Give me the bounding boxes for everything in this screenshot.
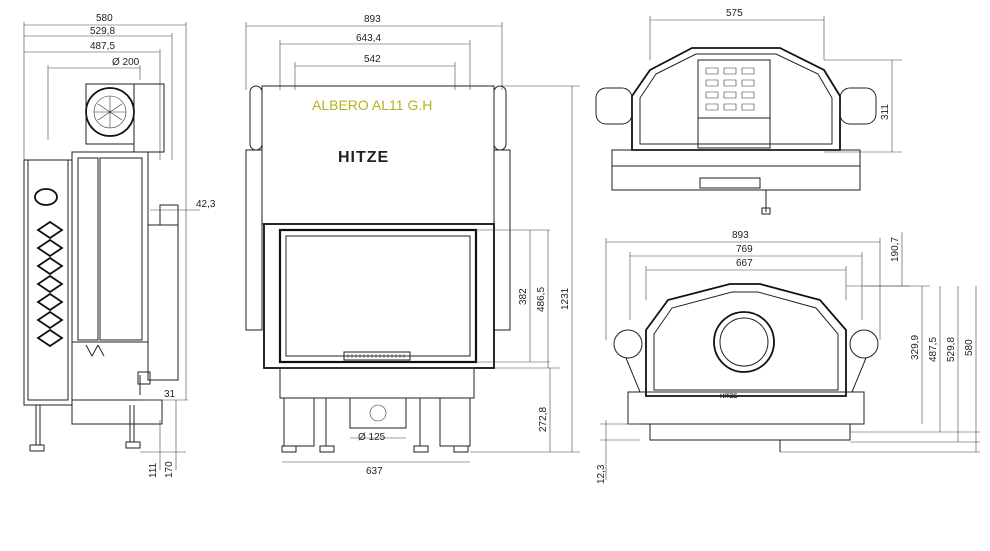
side-width-529-8: 529,8 <box>90 26 115 37</box>
plan-width-769: 769 <box>736 244 753 255</box>
plan-depth-487-5: 487,5 <box>928 337 939 362</box>
plan-width-893: 893 <box>732 230 749 241</box>
front-height-486-5: 486,5 <box>536 287 547 312</box>
plan-width-667: 667 <box>736 258 753 269</box>
front-view: 893 643,4 542 HITZE Ø 125 <box>245 14 580 477</box>
brand-logo: HITZE <box>338 149 389 166</box>
plan-small-logo: HITZE <box>720 394 737 400</box>
front-width-542: 542 <box>364 54 381 65</box>
side-offset-42-3: 42,3 <box>196 199 216 210</box>
front-height-382: 382 <box>518 288 529 305</box>
plan-depth-190-7: 190,7 <box>890 237 901 262</box>
front-base-637: 637 <box>366 466 383 477</box>
side-width-580: 580 <box>96 13 113 24</box>
plan-depth-329-9: 329,9 <box>910 335 921 360</box>
front-height-272-8: 272,8 <box>538 407 549 432</box>
plan-depth-580: 580 <box>964 339 975 356</box>
door-glass <box>278 228 478 364</box>
side-foot-31: 31 <box>164 389 176 400</box>
side-view: 580 529,8 487,5 Ø 200 42,3 <box>23 13 216 478</box>
side-width-487-5: 487,5 <box>90 41 115 52</box>
top-view: 575 311 <box>595 8 902 215</box>
front-height-1231: 1231 <box>560 287 571 310</box>
side-height-170: 170 <box>164 461 175 478</box>
plan-view: 893 769 667 HITZE 190,7 329,9 487,5 529,… <box>596 230 980 484</box>
top-width-575: 575 <box>726 8 743 19</box>
plan-depth-529-8: 529,8 <box>946 337 957 362</box>
flue-opening-icon <box>713 311 775 373</box>
plan-depth-12-3: 12,3 <box>596 464 607 484</box>
top-height-311: 311 <box>880 104 891 120</box>
front-width-893: 893 <box>364 14 381 25</box>
side-flue-diameter: Ø 200 <box>112 57 140 68</box>
model-title: ALBERO AL11 G.H <box>312 97 432 113</box>
front-air-diameter: Ø 125 <box>358 432 386 443</box>
front-width-643-4: 643,4 <box>356 33 381 44</box>
side-height-111: 111 <box>148 462 159 478</box>
